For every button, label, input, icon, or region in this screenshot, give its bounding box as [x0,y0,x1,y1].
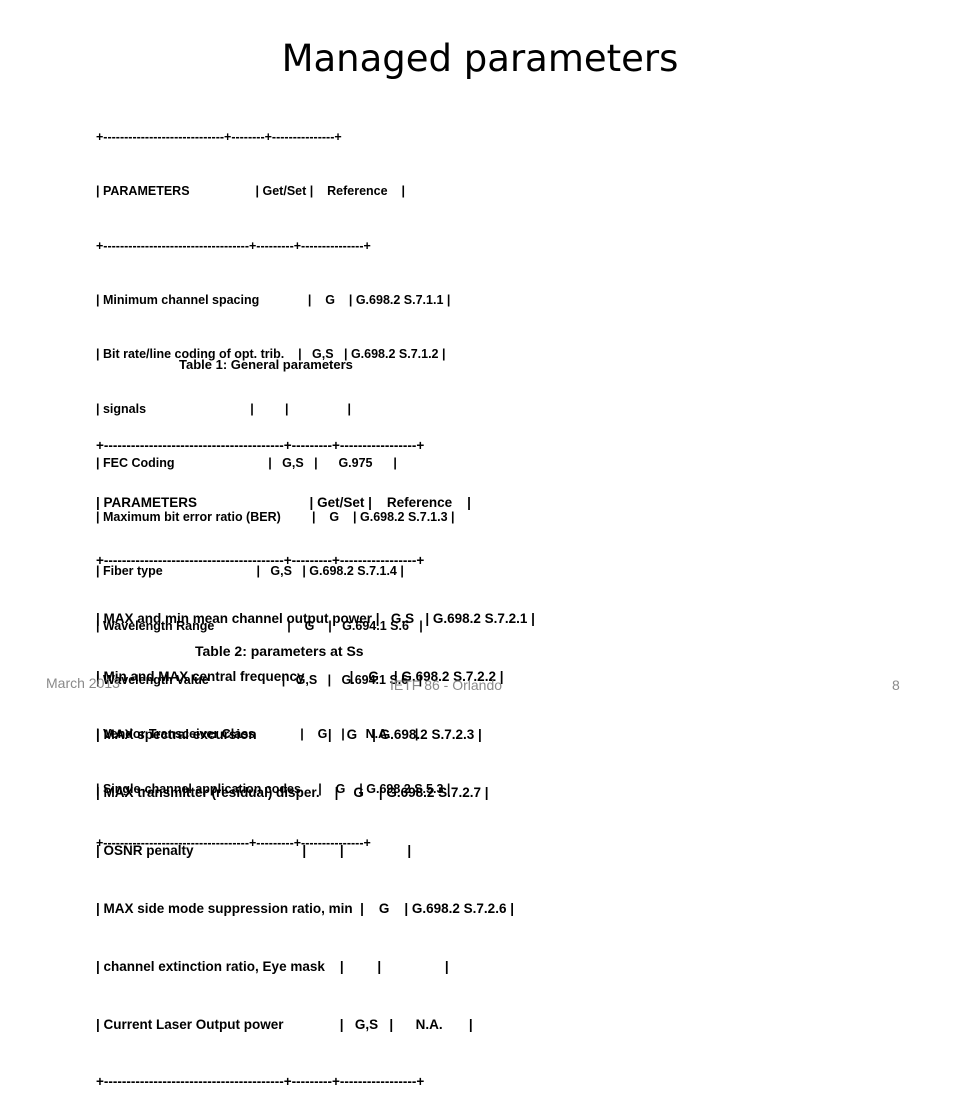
table-row: | Minimum channel spacing | G | G.698.2 … [96,293,451,308]
table-row: +---------------------------------------… [96,437,425,453]
table-row: | Wavelength Range | G | G.694.1 S.6 | [96,618,423,633]
footer-date: March 2013 [46,675,120,691]
table-row: | channel extinction ratio, Eye mask | |… [96,958,449,974]
table-row: | Current Laser Output power | G,S | N.A… [96,1016,473,1032]
table-row: +---------------------------------------… [96,553,425,569]
table-row: +-----------------------------------+---… [96,238,371,253]
table-row: | Maximum bit error ratio (BER) | G | G.… [96,510,455,525]
table-row: | MAX transmitter (residual) disper. | G… [96,784,489,800]
table-row: | Bit rate/line coding of opt. trib. | G… [96,347,446,362]
table-row: | PARAMETERS | Get/Set | Reference | [96,184,405,199]
parameters-at-ss-table: +---------------------------------------… [96,397,535,1111]
table-row: | FEC Coding | G,S | G.975 | [96,455,397,470]
table-row: | Wavelength Value | G,S | G.694.1 S.6 | [96,673,423,687]
table2-caption: Table 2: parameters at Ss [195,643,364,659]
table-row: | Fiber type | G,S | G.698.2 S.7.1.4 | [96,564,404,579]
table-row: | MAX spectral excursion | G | G.698.2 S… [96,727,482,743]
footer-event: IETF 86 - Orlando [390,677,503,693]
table-row: | PARAMETERS | Get/Set | Reference | [96,495,471,511]
slide-number: 8 [892,677,900,693]
table-row: | OSNR penalty | | | [96,842,412,858]
table-row: +---------------------------------------… [96,1074,425,1090]
slide-title: Managed parameters [281,37,679,80]
table-row: | signals | | | [96,401,352,416]
table-row: | MAX side mode suppression ratio, min |… [96,900,514,916]
table-row: | Min and MAX central frequency | G | G.… [96,669,504,685]
table-row: +-----------------------------+--------+… [96,130,342,145]
table1-caption: Table 1: General parameters [179,357,353,372]
table-row: | MAX and min mean channel output power … [96,611,535,627]
